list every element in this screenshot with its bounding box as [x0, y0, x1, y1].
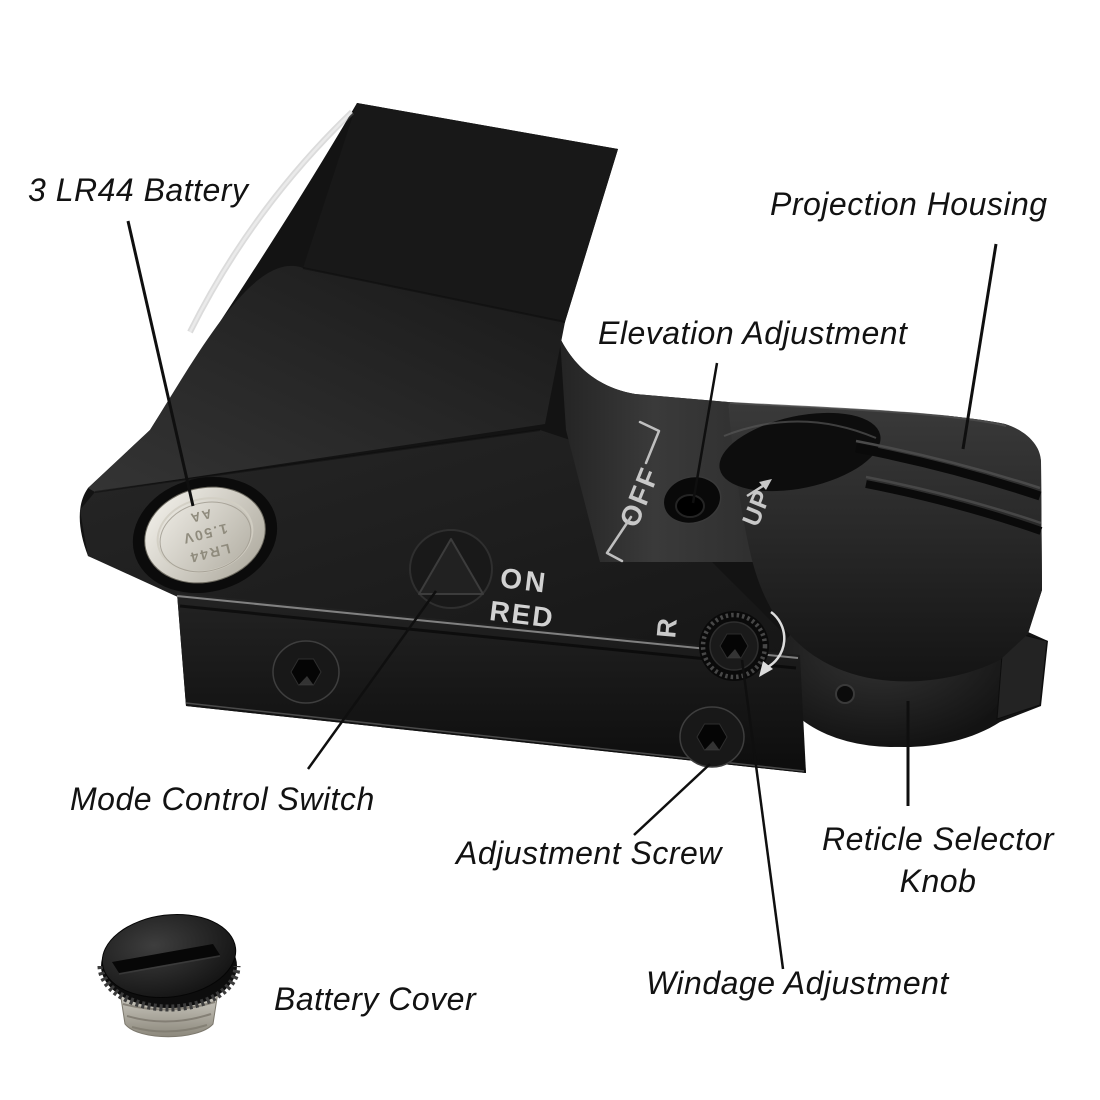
label-battery-cover: Battery Cover — [274, 981, 477, 1017]
socket-glint — [704, 741, 720, 750]
battery-cover — [97, 913, 241, 1038]
housing-top-highlight — [729, 402, 1007, 427]
elevation-adjustment-screw — [662, 475, 722, 525]
rail-top-shadow — [179, 604, 797, 670]
housing-groove-2 — [865, 480, 1043, 535]
up-arrow-icon — [746, 479, 772, 498]
battery-marking-3: AA — [187, 506, 213, 526]
label-elevation-adjustment: Elevation Adjustment — [598, 315, 908, 351]
lens-scoop — [719, 412, 881, 492]
cap-slot-highlight — [118, 955, 221, 975]
cap-slot — [112, 944, 220, 973]
hex-screw-left — [272, 640, 340, 704]
hood-lower-face — [88, 265, 565, 492]
label-battery: 3 LR44 Battery — [28, 172, 249, 208]
off-chevron-upper — [638, 420, 661, 465]
leader-adjustment-screw — [633, 763, 711, 836]
label-reticle-line1: Reticle Selector — [821, 821, 1055, 857]
battery-step-shadow — [159, 501, 252, 573]
triangle-icon — [418, 538, 484, 595]
leader-elevation — [691, 362, 719, 504]
hood-crease — [302, 267, 566, 323]
rail-face — [177, 593, 806, 773]
hood-bottom-edge — [94, 429, 541, 493]
knob-knurl — [700, 612, 768, 680]
off-chevron-lower — [605, 515, 633, 563]
battery-lr44: LR44 1.50V AA — [132, 476, 278, 594]
leader-windage — [740, 659, 785, 970]
label-reticle-selector-knob: Reticle Selector Knob — [788, 819, 1088, 902]
label-reticle-line2: Knob — [899, 862, 977, 899]
marking-on: ON — [499, 562, 550, 599]
label-windage-adjustment: Windage Adjustment — [646, 965, 949, 1001]
housing-groove-1 — [855, 443, 1042, 501]
leader-projection-housing — [961, 243, 998, 450]
cap-knurl — [97, 965, 241, 1012]
hood — [88, 103, 618, 492]
leader-battery — [126, 220, 195, 507]
hex-screw-front — [679, 706, 745, 768]
red-dot-sight: LR44 1.50V AA OFF UP ON RED R — [79, 103, 1048, 773]
socket-glint — [298, 676, 314, 685]
label-mode-control-switch: Mode Control Switch — [70, 781, 375, 817]
housing-groove-1-highlight — [855, 439, 1041, 490]
rotation-arrow-icon — [759, 610, 786, 677]
mode-control-switch — [409, 529, 493, 609]
rail-top-highlight — [176, 595, 799, 659]
marking-r: R — [651, 617, 683, 639]
knob-socket-glint — [727, 649, 741, 658]
elevation-hole — [675, 494, 705, 518]
thread-line-4 — [131, 1024, 208, 1033]
thread-line-3 — [126, 1013, 212, 1023]
drum-screw — [835, 684, 855, 704]
windage-knob — [699, 610, 786, 681]
projection-housing — [719, 402, 1043, 682]
leader-lines — [126, 220, 998, 970]
hood-edge-highlight-bright — [188, 111, 353, 333]
label-projection-housing: Projection Housing — [770, 186, 1048, 222]
leader-mode-switch — [306, 590, 438, 770]
scoop-rim-highlight — [723, 420, 877, 439]
housing-groove-2-highlight — [865, 475, 1042, 525]
label-adjustment-screw: Adjustment Screw — [456, 835, 722, 871]
reticle-lever — [996, 629, 1048, 720]
hood-upper-face — [303, 103, 618, 322]
